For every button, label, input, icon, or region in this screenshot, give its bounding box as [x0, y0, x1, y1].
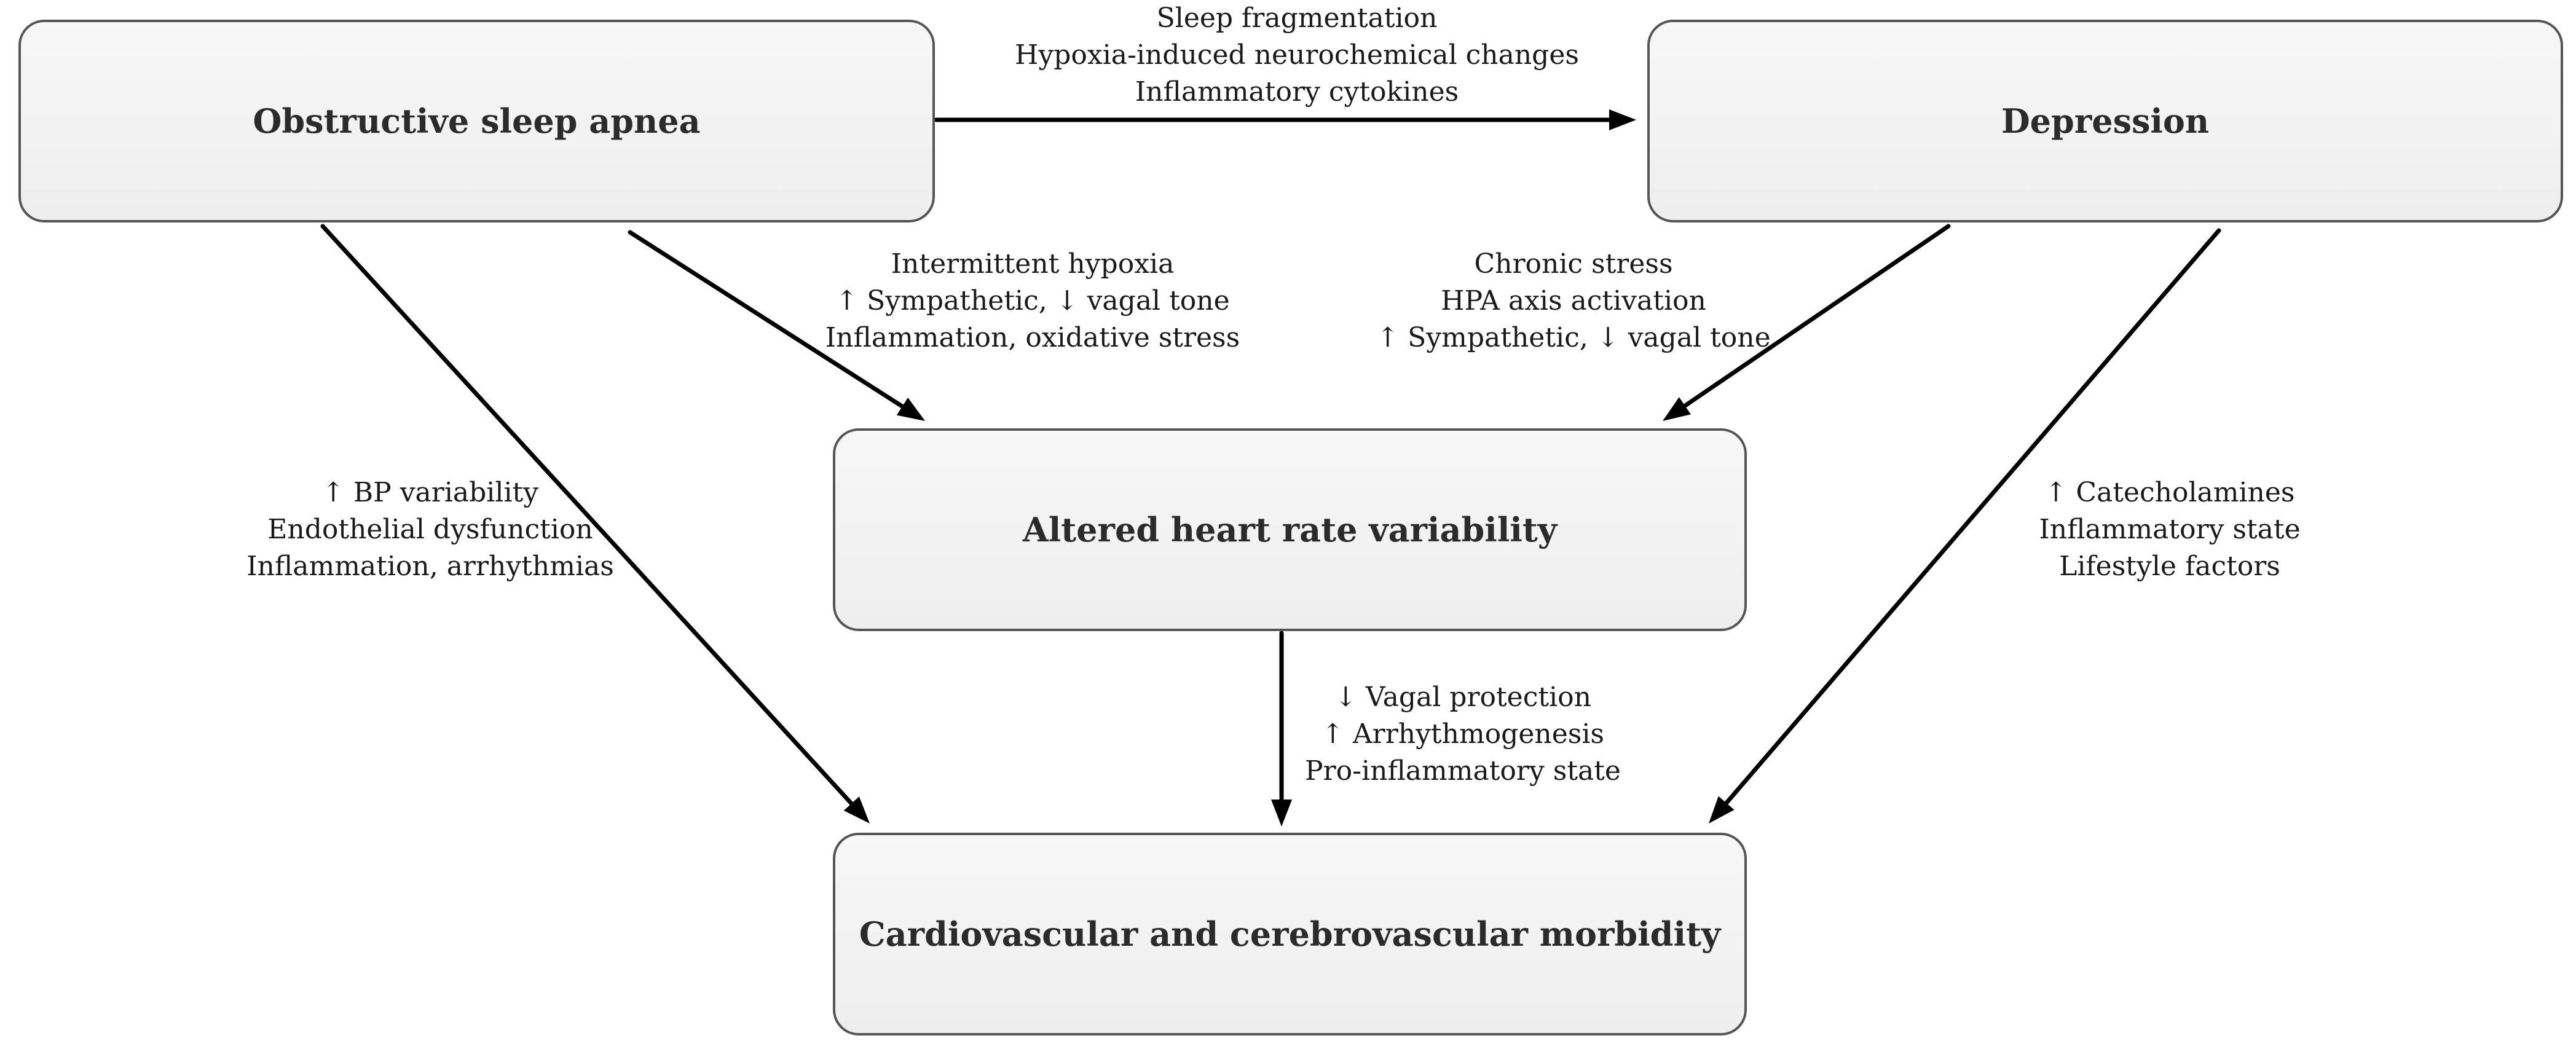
- arrow-depression-to-cvd: [1722, 228, 2221, 808]
- edge-label-line: Pro-inflammatory state: [1305, 755, 1621, 787]
- edge-label-line: ↑ BP variability: [321, 477, 539, 508]
- arrow-osa-to-hrv: [628, 230, 908, 411]
- edge-label-line: Inflammatory state: [2039, 514, 2301, 545]
- edge-label-line: ↑ Arrhythmogenesis: [1321, 718, 1604, 750]
- edge-label-hrv-to-cvd: ↓ Vagal protection ↑ Arrhythmogenesis Pr…: [1266, 679, 1660, 790]
- edge-label-line: Lifestyle factors: [2059, 551, 2280, 582]
- edge-label-line: Intermittent hypoxia: [891, 248, 1175, 280]
- arrow-hrv-to-cvd-head: [1271, 800, 1292, 827]
- edge-label-line: Inflammation, oxidative stress: [825, 322, 1240, 353]
- edge-label-line: HPA axis activation: [1441, 285, 1706, 316]
- node-label: Altered heart rate variability: [1022, 510, 1558, 549]
- arrow-depression-to-hrv: [1679, 224, 1951, 411]
- node-label: Obstructive sleep apnea: [253, 101, 701, 141]
- arrow-osa-to-cvd-head: [843, 796, 870, 823]
- node-label: Depression: [2001, 101, 2210, 141]
- edge-label-line: ↑ Catecholamines: [2044, 477, 2295, 508]
- edge-label-line: Inflammation, arrhythmias: [246, 551, 614, 582]
- edge-label-osa-to-hrv: Intermittent hypoxia ↑ Sympathetic, ↓ va…: [787, 246, 1278, 356]
- edge-label-osa-to-depression: Sleep fragmentation Hypoxia-induced neur…: [959, 0, 1635, 111]
- node-depression: Depression: [1647, 20, 2563, 222]
- node-altered-heart-rate-variability: Altered heart rate variability: [833, 428, 1747, 631]
- edge-label-line: Chronic stress: [1474, 248, 1673, 280]
- edge-label-depression-to-hrv: Chronic stress HPA axis activation ↑ Sym…: [1328, 246, 1819, 356]
- edge-label-line: Endothelial dysfunction: [267, 514, 593, 545]
- arrow-depression-to-cvd-head: [1709, 796, 1735, 823]
- node-cardiovascular-morbidity: Cardiovascular and cerebrovascular morbi…: [833, 833, 1747, 1035]
- edge-label-line: Hypoxia-induced neurochemical changes: [1015, 39, 1579, 71]
- edge-label-osa-to-cvd: ↑ BP variability Endothelial dysfunction…: [184, 474, 676, 585]
- arrow-depression-to-hrv-head: [1663, 397, 1691, 421]
- edge-label-line: Sleep fragmentation: [1156, 2, 1438, 34]
- edge-label-line: ↑ Sympathetic, ↓ vagal tone: [835, 285, 1230, 316]
- edge-label-line: ↑ Sympathetic, ↓ vagal tone: [1376, 322, 1771, 353]
- edge-label-line: Inflammatory cytokines: [1135, 76, 1459, 108]
- arrow-osa-to-depression-head: [1609, 109, 1636, 130]
- edge-label-line: ↓ Vagal protection: [1334, 682, 1591, 713]
- node-label: Cardiovascular and cerebrovascular morbi…: [859, 914, 1721, 954]
- node-obstructive-sleep-apnea: Obstructive sleep apnea: [18, 20, 935, 222]
- arrow-osa-to-cvd: [320, 224, 856, 809]
- arrow-osa-to-hrv-head: [896, 398, 925, 421]
- edge-label-depression-to-cvd: ↑ Catecholamines Inflammatory state Life…: [1924, 474, 2416, 585]
